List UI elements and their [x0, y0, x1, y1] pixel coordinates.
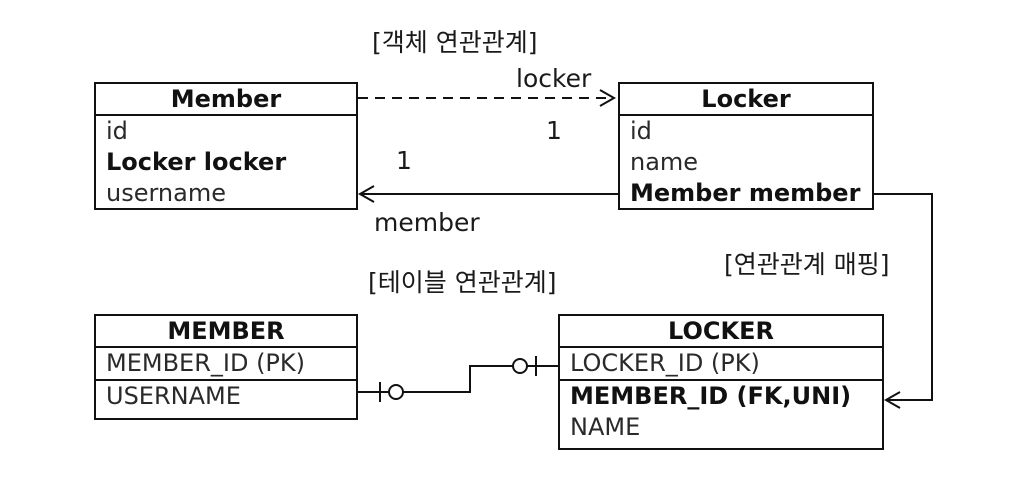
locker-multiplicity-label: 1	[546, 116, 562, 145]
locker-side-circle	[512, 358, 528, 374]
locker-field-member: Member member	[630, 179, 861, 207]
locker-reference-arrowhead	[599, 89, 617, 107]
member-side-circle	[388, 384, 404, 400]
locker-entity-box: Locker id name Member member	[618, 82, 874, 210]
locker-field-name: name	[630, 148, 699, 176]
table-relation-title: [테이블 연관관계]	[368, 268, 557, 297]
mapping-title: [연관관계 매핑]	[724, 250, 890, 279]
locker-entity-title: Locker	[620, 84, 872, 116]
member-reference-arrowhead	[357, 185, 375, 203]
mapping-line	[874, 193, 933, 401]
member-column-username: USERNAME	[106, 382, 241, 410]
locker-column-id: LOCKER_ID (PK)	[560, 348, 882, 381]
member-field-username: username	[106, 179, 226, 207]
member-entity-box: Member id Locker locker username	[94, 82, 358, 210]
member-table-box: MEMBER MEMBER_ID (PK) USERNAME	[94, 314, 358, 420]
member-entity-title: Member	[96, 84, 356, 116]
member-field-locker: Locker locker	[106, 148, 287, 176]
locker-table-title: LOCKER	[560, 316, 882, 348]
locker-column-name: NAME	[570, 413, 641, 441]
locker-role-label: locker	[516, 64, 592, 93]
member-role-label: member	[374, 208, 480, 237]
locker-field-id: id	[630, 117, 652, 145]
locker-column-member-id: MEMBER_ID (FK,UNI)	[570, 382, 852, 410]
mapping-arrowhead	[883, 391, 901, 409]
object-relation-title: [객체 연관관계]	[372, 28, 538, 57]
member-column-id: MEMBER_ID (PK)	[96, 348, 356, 381]
member-table-title: MEMBER	[96, 316, 356, 348]
table-relation-line	[358, 365, 558, 393]
member-multiplicity-label: 1	[396, 146, 412, 175]
locker-table-box: LOCKER LOCKER_ID (PK) MEMBER_ID (FK,UNI)…	[558, 314, 884, 450]
member-field-id: id	[106, 117, 128, 145]
